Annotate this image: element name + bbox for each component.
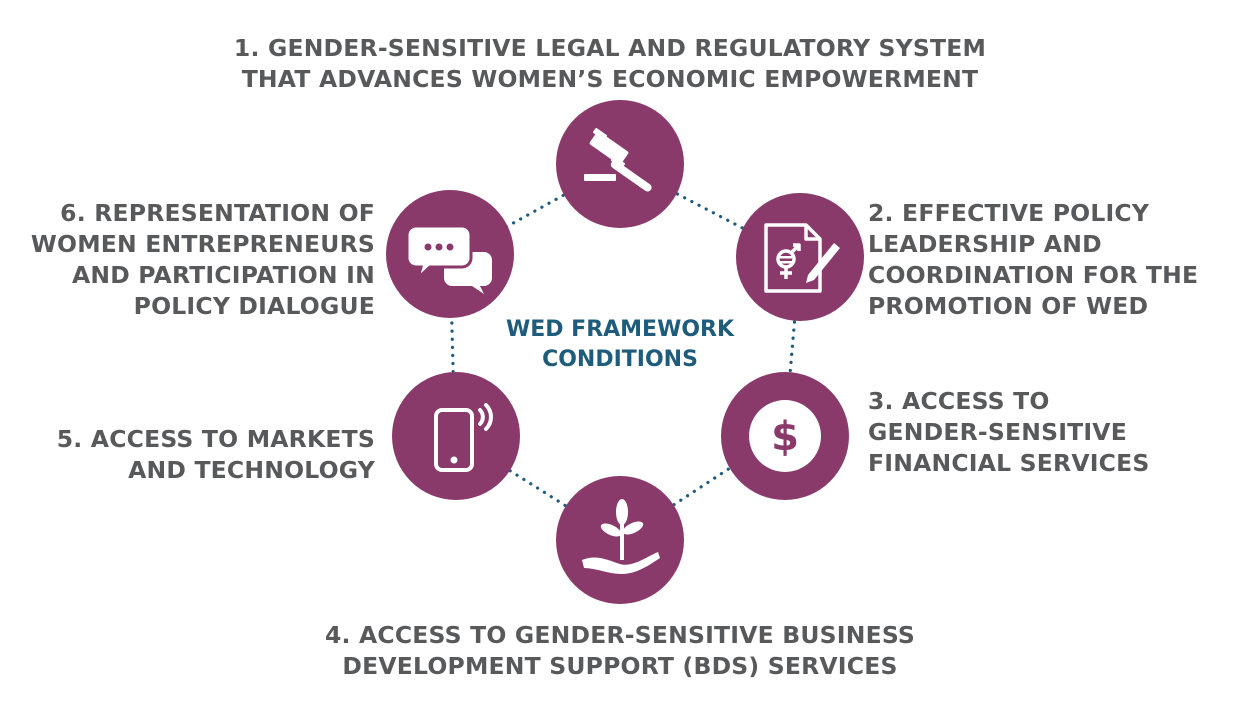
condition-6-node	[386, 190, 514, 318]
condition-6-label: 6. REPRESENTATION OF WOMEN ENTREPRENEURS…	[20, 198, 375, 322]
label-line: PROMOTION OF WED	[868, 292, 1149, 320]
condition-2-label: 2. EFFECTIVE POLICY LEADERSHIP AND COORD…	[868, 198, 1198, 322]
center-title: WED FRAMEWORK CONDITIONS	[455, 315, 785, 375]
gavel-icon	[584, 127, 652, 192]
dollar-coin-icon: $	[749, 400, 821, 472]
svg-text:$: $	[771, 414, 799, 460]
condition-1-node	[556, 100, 684, 228]
label-line: AND PARTICIPATION IN	[71, 261, 375, 289]
gender-policy-document-icon	[764, 223, 840, 293]
label-line: THAT ADVANCES WOMEN’S ECONOMIC EMPOWERME…	[241, 65, 979, 93]
label-line: 5. ACCESS TO MARKETS	[56, 425, 375, 453]
label-line: GENDER-SENSITIVE	[868, 418, 1127, 446]
condition-2-node	[736, 193, 864, 321]
label-line: WOMEN ENTREPRENEURS	[30, 230, 375, 258]
center-title-line: WED FRAMEWORK	[505, 317, 735, 342]
condition-5-label: 5. ACCESS TO MARKETS AND TECHNOLOGY	[20, 424, 375, 486]
condition-4-label: 4. ACCESS TO GENDER-SENSITIVE BUSINESS D…	[200, 620, 1040, 682]
label-line: COORDINATION FOR THE	[868, 261, 1199, 289]
label-line: 3. ACCESS TO	[868, 387, 1050, 415]
condition-1-label: 1. GENDER-SENSITIVE LEGAL AND REGULATORY…	[180, 33, 1040, 95]
condition-3-node: $	[721, 372, 849, 500]
condition-5-node	[392, 372, 520, 500]
label-line: FINANCIAL SERVICES	[868, 449, 1150, 477]
label-line: 1. GENDER-SENSITIVE LEGAL AND REGULATORY…	[233, 34, 987, 62]
condition-3-label: 3. ACCESS TO GENDER-SENSITIVE FINANCIAL …	[868, 386, 1149, 479]
center-title-line: CONDITIONS	[542, 347, 698, 372]
hand-plant-icon	[582, 499, 660, 574]
label-line: 6. REPRESENTATION OF	[60, 199, 375, 227]
label-line: DEVELOPMENT SUPPORT (BDS) SERVICES	[342, 652, 898, 680]
label-line: 4. ACCESS TO GENDER-SENSITIVE BUSINESS	[324, 621, 916, 649]
label-line: 2. EFFECTIVE POLICY	[868, 199, 1150, 227]
label-line: POLICY DIALOGUE	[133, 292, 375, 320]
label-line: LEADERSHIP AND	[868, 230, 1102, 258]
condition-4-node	[556, 476, 684, 604]
speech-bubbles-icon	[405, 224, 492, 294]
label-line: AND TECHNOLOGY	[128, 456, 375, 484]
smartphone-icon	[434, 403, 493, 472]
